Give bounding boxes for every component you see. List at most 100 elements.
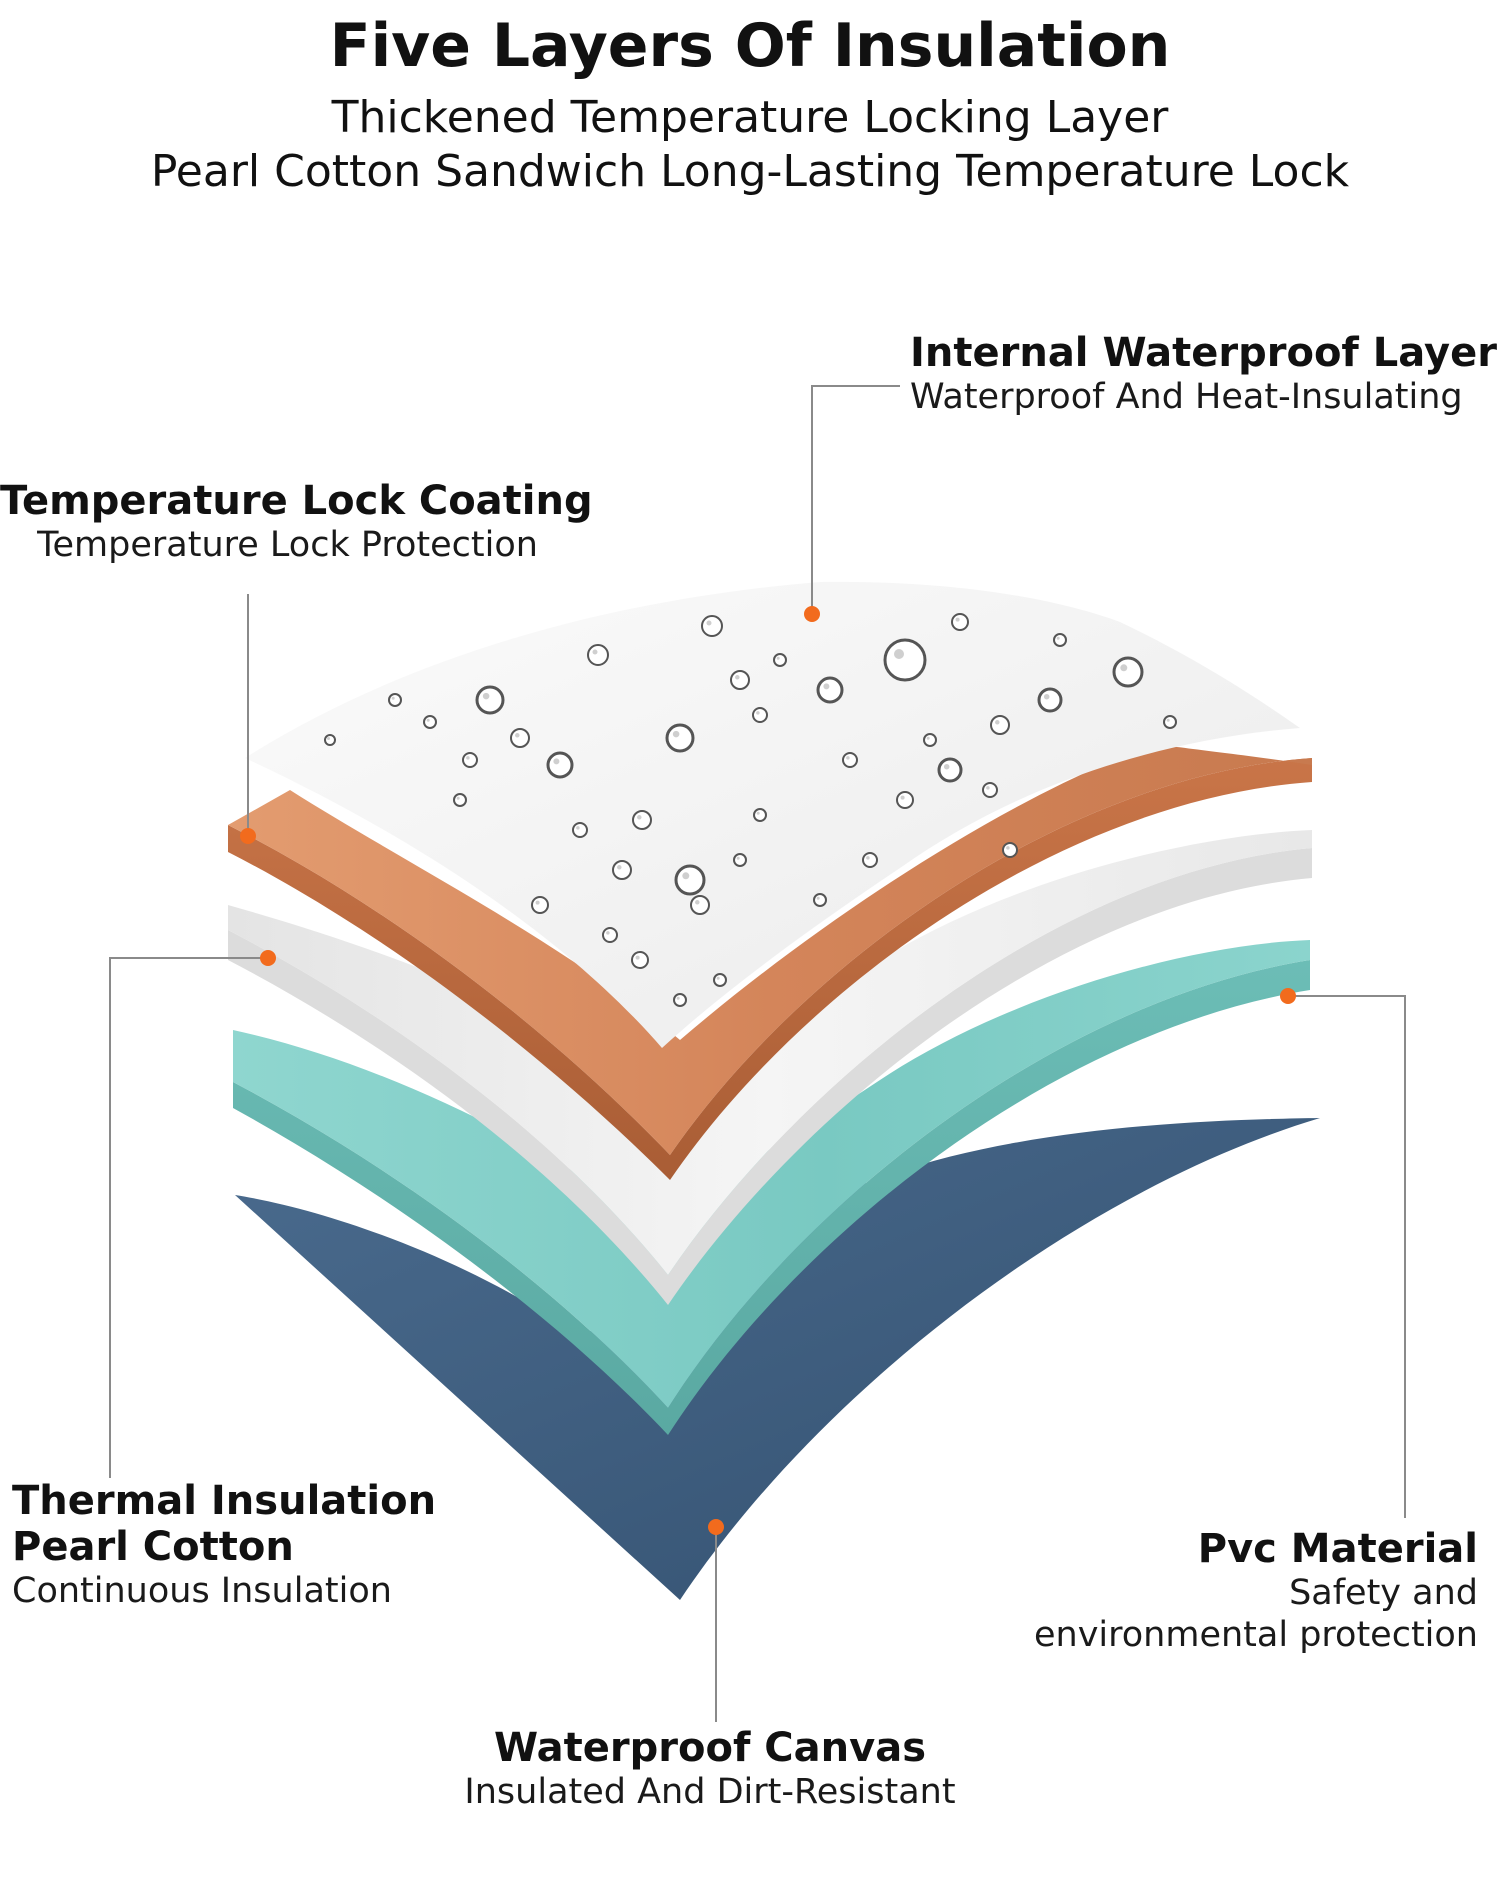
- water-droplet: [701, 615, 723, 637]
- pvc-name: Pvc Material: [1197, 1526, 1478, 1572]
- temperature-lock-layer-edge: [228, 758, 1312, 1180]
- water-droplet-highlight: [735, 675, 740, 680]
- label-internal-waterproof: Internal Waterproof Layer Waterproof And…: [910, 330, 1497, 418]
- water-droplet-highlight: [816, 896, 820, 900]
- water-droplet-highlight: [776, 656, 780, 660]
- water-droplet: [730, 670, 750, 690]
- thermal-cotton-layer-edge: [228, 848, 1312, 1305]
- water-droplet-highlight: [926, 736, 930, 740]
- water-droplet: [1112, 656, 1144, 688]
- thermal-cotton-name-line-1: Thermal Insulation: [12, 1478, 437, 1524]
- internal-waterproof-layer: [245, 581, 1300, 1048]
- water-droplet: [572, 822, 588, 838]
- water-droplet: [632, 810, 652, 830]
- canvas-description: Insulated And Dirt-Resistant: [464, 1772, 956, 1812]
- water-droplet-highlight: [986, 786, 990, 790]
- water-droplet: [673, 993, 687, 1007]
- water-droplet: [816, 676, 844, 704]
- pvc-material-layer-edge: [233, 960, 1310, 1435]
- water-droplet-highlight: [866, 856, 870, 860]
- thermal-cotton-name-line-2: Pearl Cotton: [12, 1524, 294, 1570]
- water-droplet-highlight: [943, 763, 950, 770]
- water-droplet-highlight: [426, 718, 430, 722]
- water-droplet-highlight: [391, 696, 395, 700]
- water-droplet: [587, 644, 609, 666]
- water-droplet: [690, 895, 710, 915]
- subtitle-line-1: Thickened Temperature Locking Layer: [331, 92, 1169, 143]
- waterproof-canvas-layer: [235, 1118, 1320, 1600]
- canvas-name: Waterproof Canvas: [493, 1725, 926, 1771]
- water-droplet: [475, 685, 505, 715]
- water-droplet: [1053, 633, 1067, 647]
- marker-pvc: [1280, 988, 1296, 1004]
- water-droplet-highlight: [672, 730, 680, 738]
- water-droplet: [612, 860, 632, 880]
- internal-waterproof-name: Internal Waterproof Layer: [910, 330, 1497, 376]
- marker-thermal-cotton: [260, 950, 276, 966]
- water-droplet-highlight: [736, 856, 740, 860]
- label-thermal-cotton: Thermal Insulation Pearl Cotton Continuo…: [12, 1478, 436, 1612]
- label-pvc: Pvc Material Safety and environmental pr…: [1034, 1526, 1478, 1656]
- water-droplet-highlight: [456, 796, 460, 800]
- water-droplet-highlight: [706, 620, 712, 626]
- internal-waterproof-description: Waterproof And Heat-Insulating: [910, 377, 1463, 417]
- water-droplet-highlight: [995, 720, 1000, 725]
- water-droplet-highlight: [466, 756, 470, 760]
- water-droplet: [453, 793, 467, 807]
- water-droplet-highlight: [635, 955, 640, 960]
- water-droplet-highlight: [846, 756, 850, 760]
- pvc-description-line-2: environmental protection: [1034, 1615, 1478, 1655]
- water-droplets-texture: [324, 613, 1177, 1007]
- water-droplet-highlight: [576, 826, 580, 830]
- marker-canvas: [708, 1519, 724, 1535]
- thermal-cotton-description: Continuous Insulation: [12, 1571, 392, 1611]
- water-droplet-highlight: [676, 996, 680, 1000]
- water-droplet: [631, 951, 649, 969]
- pvc-description-line-1: Safety and: [1289, 1573, 1478, 1613]
- water-droplet: [713, 973, 727, 987]
- water-droplet-highlight: [535, 900, 540, 905]
- water-droplet: [923, 733, 937, 747]
- water-droplet-highlight: [823, 683, 830, 690]
- water-droplet: [773, 653, 787, 667]
- water-droplet-highlight: [900, 795, 905, 800]
- water-droplet: [674, 864, 706, 896]
- temperature-lock-name: Temperature Lock Coating: [0, 478, 593, 524]
- water-droplet: [665, 723, 695, 753]
- leader-line-thermal-cotton: [109, 957, 268, 1478]
- water-droplet-highlight: [894, 649, 904, 659]
- temperature-lock-layer: [228, 742, 1312, 1155]
- water-droplet-highlight: [1043, 693, 1050, 700]
- subtitle-line-2: Pearl Cotton Sandwich Long-Lasting Tempe…: [150, 146, 1350, 197]
- water-droplet: [324, 734, 336, 746]
- water-droplet-highlight: [756, 711, 760, 715]
- water-droplet: [883, 638, 927, 682]
- water-droplet-highlight: [592, 649, 598, 655]
- water-droplet: [1163, 715, 1177, 729]
- water-droplet-highlight: [553, 758, 560, 765]
- water-droplet-highlight: [482, 692, 490, 700]
- page-title: Five Layers Of Insulation: [329, 11, 1171, 81]
- label-canvas: Waterproof Canvas Insulated And Dirt-Res…: [380, 1725, 1040, 1813]
- water-droplet: [423, 715, 437, 729]
- water-droplet: [1002, 842, 1018, 858]
- water-droplet: [896, 791, 914, 809]
- marker-internal-waterproof: [804, 606, 820, 622]
- water-droplet: [510, 728, 530, 748]
- water-droplet-highlight: [955, 617, 960, 622]
- leader-line-internal-waterproof: [811, 385, 900, 612]
- water-droplet-highlight: [515, 733, 520, 738]
- water-droplet-highlight: [637, 815, 642, 820]
- water-droplet: [813, 893, 827, 907]
- water-droplet: [733, 853, 747, 867]
- water-droplet-highlight: [695, 900, 700, 905]
- water-droplet: [602, 927, 618, 943]
- water-droplet-highlight: [606, 931, 610, 935]
- water-droplet-highlight: [1120, 664, 1128, 672]
- water-droplet-highlight: [1006, 846, 1010, 850]
- water-droplet: [862, 852, 878, 868]
- water-droplet: [1037, 687, 1063, 713]
- water-droplet: [982, 782, 998, 798]
- water-droplet-highlight: [682, 872, 690, 880]
